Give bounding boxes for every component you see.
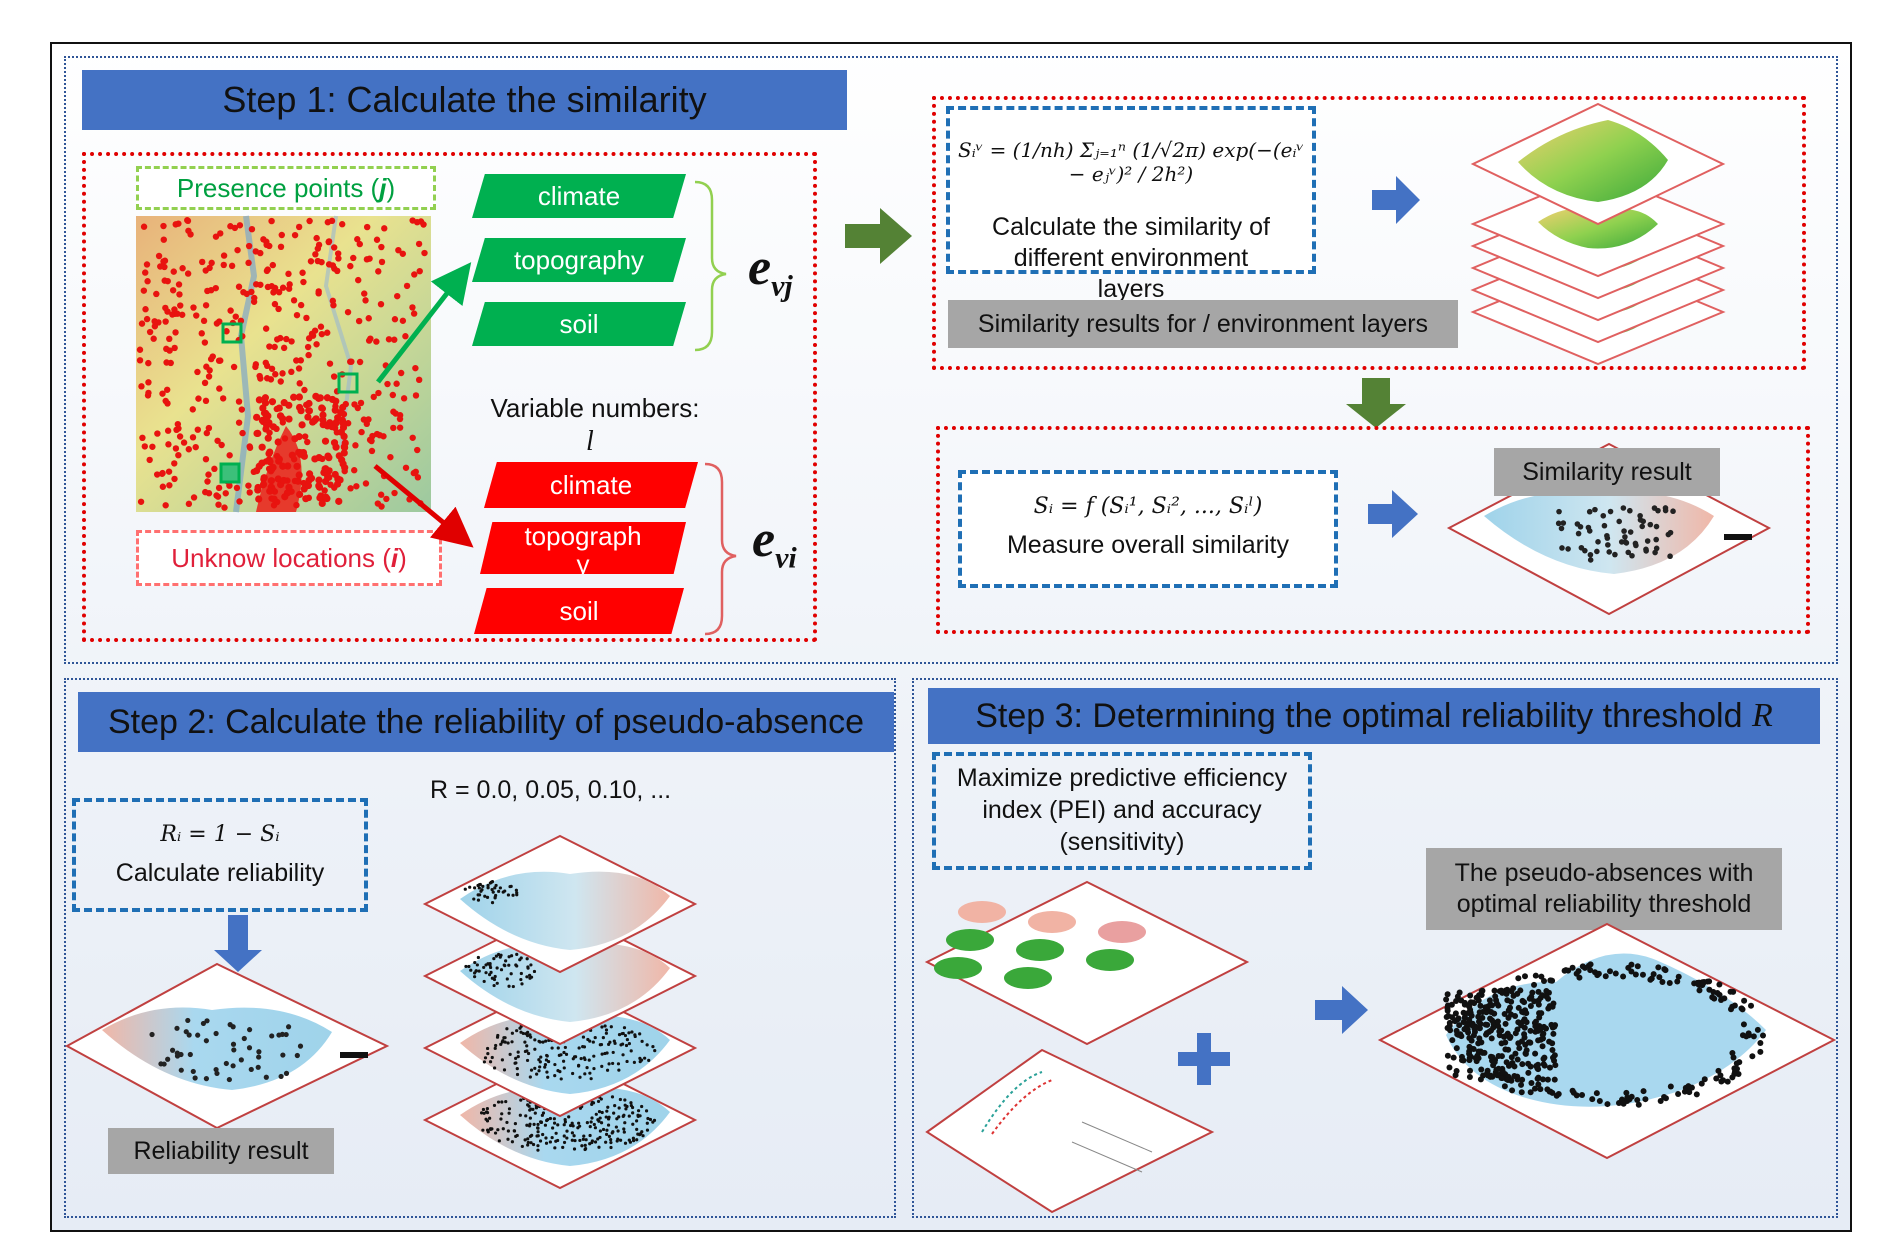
accuracy-chart-sheet: [925, 1048, 1215, 1214]
env-topography-presence: topography: [472, 238, 686, 282]
presence-pre: Presence points (: [176, 173, 380, 203]
final-pseudo-absence-dots: [1443, 961, 1767, 1108]
step1-title: Step 1: Calculate the similarity: [82, 70, 847, 130]
e-vj-symbol: evj: [748, 238, 793, 303]
unknown-locations-label: Unknow locations (i): [136, 530, 442, 586]
reliability-caption: Calculate reliability: [115, 859, 325, 887]
unknown-var: i: [390, 543, 399, 573]
reliability-formula-box: Rᵢ = 1 − Sᵢ Calculate reliability: [72, 798, 368, 912]
environment-layer-stack: [1470, 102, 1726, 366]
e-vi-symbol: evi: [752, 510, 797, 575]
env-climate-unknown: climate: [484, 462, 698, 508]
presence-post: ): [386, 173, 396, 203]
similarity-result-label: Similarity result: [1494, 448, 1720, 496]
reliability-layer: [422, 834, 698, 974]
unknown-post: ): [398, 543, 407, 573]
similarity-formula: Sᵢᵛ = (1/nh) Σⱼ₌₁ⁿ (1/√2π) exp(−(eᵢᵛ − e…: [958, 138, 1304, 186]
presence-var: j: [379, 173, 387, 203]
presence-dots: [136, 217, 428, 511]
overall-formula: Sᵢ = f (Sᵢ¹, Sᵢ², ..., Sᵢˡ): [1033, 494, 1263, 519]
scale-bar: [340, 1052, 368, 1058]
final-pseudo-absence-map: [1377, 922, 1837, 1160]
presence-points-label: Presence points (j): [136, 166, 436, 210]
objective-box: Maximize predictive efficiency index (PE…: [932, 752, 1312, 870]
e-vj-base: e: [748, 239, 772, 296]
reliability-result-label: Reliability result: [108, 1128, 334, 1174]
evaluation-panels: [924, 880, 1250, 1214]
step1-input-region: [82, 152, 817, 642]
step3-title-text: Step 3: Determining the optimal reliabil…: [975, 696, 1743, 735]
variable-numbers-symbol: l: [586, 426, 594, 457]
e-vi-sub: vi: [775, 541, 797, 575]
variable-numbers-label: Variable numbers:: [490, 393, 700, 423]
env-soil-unknown: soil: [474, 588, 684, 634]
e-vi-base: e: [752, 511, 776, 568]
similarity-caption: Calculate the similarity of different en…: [992, 213, 1270, 303]
step2-title: Step 2: Calculate the reliability of pse…: [78, 692, 894, 752]
scale-bar: [1724, 534, 1752, 540]
env-layer: [1470, 102, 1726, 226]
reliability-result-dots: [149, 1017, 304, 1083]
step3-title-symbol: R: [1751, 697, 1773, 734]
similarity-layers-region: [932, 96, 1806, 370]
similarity-results-label: Similarity results for / environment lay…: [948, 300, 1458, 348]
similarity-result-dots: [1555, 505, 1676, 563]
env-topography-unknown: topograph y: [480, 522, 686, 574]
presence-marker: [337, 372, 359, 394]
final-result-label: The pseudo-absences with optimal reliabi…: [1426, 848, 1782, 930]
step3-title: Step 3: Determining the optimal reliabil…: [928, 688, 1820, 744]
reliability-layer: [422, 906, 698, 1046]
overall-formula-box: Sᵢ = f (Sᵢ¹, Sᵢ², ..., Sᵢˡ) Measure over…: [958, 470, 1338, 588]
e-vj-sub: vj: [771, 269, 793, 303]
presence-marker: [219, 462, 241, 484]
env-climate-presence: climate: [472, 174, 686, 218]
similarity-formula-box: Sᵢᵛ = (1/nh) Σⱼ₌₁ⁿ (1/√2π) exp(−(eᵢᵛ − e…: [946, 106, 1316, 303]
step2-panel: [64, 678, 896, 1218]
env-soil-presence: soil: [472, 302, 686, 346]
overall-similarity-region: [936, 426, 1810, 634]
presence-marker: [221, 322, 243, 344]
unknown-pre: Unknow locations (: [171, 543, 391, 573]
reliability-layer-stack: [422, 834, 698, 1190]
reliability-result-map: [64, 962, 390, 1130]
reliability-layer: [422, 978, 698, 1118]
mini-maps: [934, 901, 1146, 989]
r-values-label: R = 0.0, 0.05, 0.10, ...: [430, 776, 672, 804]
reliability-formula: Rᵢ = 1 − Sᵢ: [160, 822, 280, 847]
model-maps-sheet: [924, 880, 1250, 1046]
presence-map: [136, 215, 431, 513]
step1-panel: [64, 56, 1838, 664]
step3-panel: [912, 678, 1838, 1218]
overall-caption: Measure overall similarity: [1006, 531, 1290, 559]
